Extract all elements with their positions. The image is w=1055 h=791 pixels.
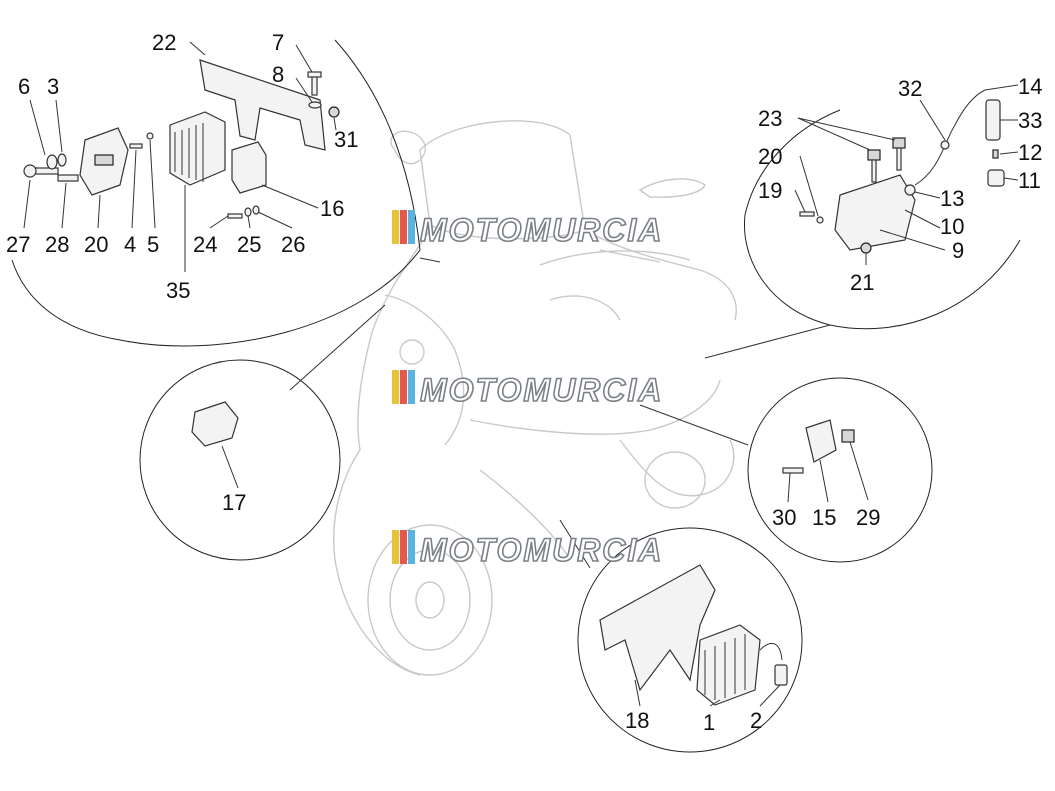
parts-18-1-2 xyxy=(599,564,788,706)
scooter-silhouette xyxy=(333,120,737,676)
label-35: 35 xyxy=(166,278,190,303)
stripe-yellow xyxy=(392,210,399,244)
label-8: 8 xyxy=(272,62,284,87)
stripe-yellow xyxy=(392,530,399,564)
label-3: 3 xyxy=(47,74,59,99)
label-28: 28 xyxy=(45,232,69,257)
label-20-right: 20 xyxy=(758,144,782,169)
label-13: 13 xyxy=(940,186,964,211)
watermark-text: MOTOMURCIA xyxy=(420,532,663,568)
label-leaders xyxy=(23,41,1019,707)
label-19: 19 xyxy=(758,178,782,203)
watermark-text: MOTOMURCIA xyxy=(420,372,663,408)
part-17 xyxy=(191,401,239,489)
label-33: 33 xyxy=(1018,108,1042,133)
label-4: 4 xyxy=(124,232,136,257)
label-24: 24 xyxy=(193,232,217,257)
label-16: 16 xyxy=(320,196,344,221)
callout-bottom xyxy=(577,527,803,753)
stripe-red xyxy=(400,370,407,404)
label-22: 22 xyxy=(152,30,176,55)
label-27: 27 xyxy=(6,232,30,257)
label-31: 31 xyxy=(334,127,358,152)
callout-left xyxy=(139,359,341,561)
label-20: 20 xyxy=(84,232,108,257)
label-30: 30 xyxy=(772,505,796,530)
stripe-yellow xyxy=(392,370,399,404)
label-32: 32 xyxy=(898,76,922,101)
label-6: 6 xyxy=(18,74,30,99)
label-7: 7 xyxy=(272,30,284,55)
label-14: 14 xyxy=(1018,74,1042,99)
label-10: 10 xyxy=(940,214,964,239)
callout-right xyxy=(747,377,933,563)
label-1: 1 xyxy=(703,710,715,735)
watermark-middle: MOTOMURCIA xyxy=(392,370,663,409)
watermark-top: MOTOMURCIA xyxy=(392,210,663,249)
parts-15-29-30 xyxy=(782,419,855,474)
callout-top-left xyxy=(11,39,421,347)
label-15: 15 xyxy=(812,505,836,530)
label-12: 12 xyxy=(1018,140,1042,165)
label-5: 5 xyxy=(147,232,159,257)
label-9: 9 xyxy=(952,238,964,263)
part-labels: 22 7 8 31 6 3 27 28 20 4 5 35 24 25 26 1… xyxy=(6,30,1042,735)
stripe-blue xyxy=(408,530,415,564)
stripe-red xyxy=(400,530,407,564)
stripe-red xyxy=(400,210,407,244)
label-23: 23 xyxy=(758,106,782,131)
label-17: 17 xyxy=(222,490,246,515)
stripe-blue xyxy=(408,370,415,404)
callout-top-right xyxy=(743,109,1021,330)
label-11: 11 xyxy=(1018,168,1041,193)
label-2: 2 xyxy=(750,708,762,733)
parts-top-right xyxy=(799,89,1005,254)
label-25: 25 xyxy=(237,232,261,257)
label-18: 18 xyxy=(625,708,649,733)
watermark-text: MOTOMURCIA xyxy=(420,212,663,248)
label-26: 26 xyxy=(281,232,305,257)
stripe-blue xyxy=(408,210,415,244)
watermark-bottom: MOTOMURCIA xyxy=(392,530,663,569)
label-21: 21 xyxy=(850,270,874,295)
parts-top-left xyxy=(23,59,340,219)
label-29: 29 xyxy=(856,505,880,530)
